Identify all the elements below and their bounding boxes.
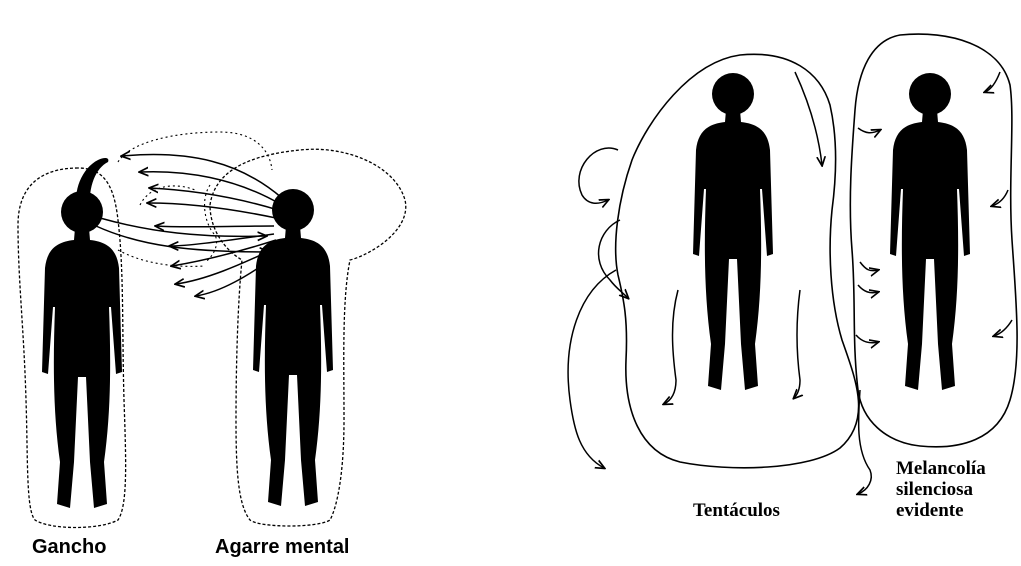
label-melancolia: Melancolía silenciosa evidente [896,458,986,521]
figure-gancho [42,191,122,508]
label-tentaculos: Tentáculos [693,500,780,521]
label-agarre-mental: Agarre mental [215,536,350,559]
figure-melancolia [890,73,970,390]
right-scene [568,34,1017,494]
label-melancolia-line2: silenciosa [896,479,986,500]
label-melancolia-line1: Melancolía [896,458,986,479]
figure-tentaculos [693,73,773,390]
mental-grip-cloud [118,132,272,266]
label-gancho: Gancho [32,536,106,559]
left-scene [18,132,406,528]
label-melancolia-line3: evidente [896,500,986,521]
